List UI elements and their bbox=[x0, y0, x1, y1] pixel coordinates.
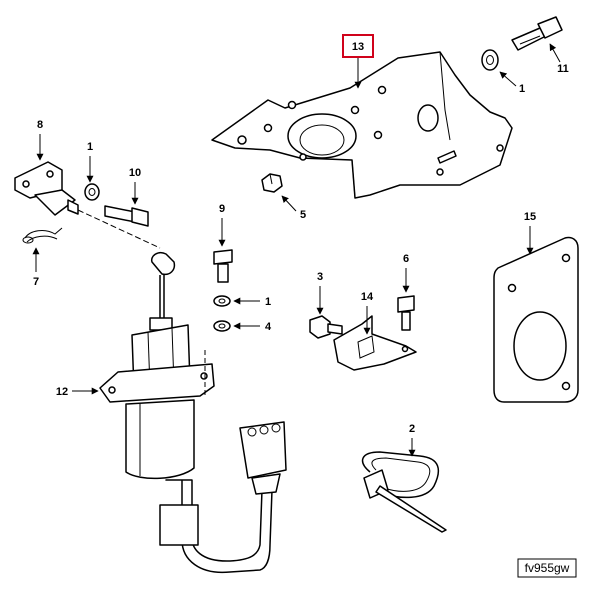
gasket-15 bbox=[493, 236, 579, 403]
callout-15[interactable]: 15 bbox=[524, 211, 536, 223]
callout-1-left[interactable]: 1 bbox=[87, 141, 93, 153]
callout-13-highlight-box bbox=[342, 34, 374, 58]
callout-13-label: 13 bbox=[352, 41, 364, 53]
callout-10[interactable]: 10 bbox=[129, 167, 141, 179]
callout-2[interactable]: 2 bbox=[409, 423, 415, 435]
bolt-6 bbox=[397, 295, 415, 331]
callout-3[interactable]: 3 bbox=[317, 271, 323, 283]
figure-tag-box bbox=[517, 558, 577, 578]
connector-plug bbox=[239, 421, 287, 495]
callout-6[interactable]: 6 bbox=[403, 253, 409, 265]
bolt-9 bbox=[213, 249, 233, 283]
bracket-plate bbox=[211, 51, 513, 199]
solenoid-12 bbox=[99, 251, 273, 574]
nut-5 bbox=[261, 173, 283, 193]
bolt-10 bbox=[104, 205, 149, 227]
washer-1-left bbox=[84, 183, 100, 201]
bolt-3 bbox=[309, 315, 343, 339]
washer-4 bbox=[213, 320, 231, 332]
cotter-pin-7 bbox=[22, 227, 63, 244]
callout-7[interactable]: 7 bbox=[33, 276, 39, 288]
callout-5[interactable]: 5 bbox=[300, 209, 306, 221]
callout-1-top[interactable]: 1 bbox=[519, 83, 525, 95]
washer-1-top bbox=[481, 49, 499, 71]
bolt-11 bbox=[511, 16, 563, 51]
washer-1-middle bbox=[213, 295, 231, 307]
lever-8 bbox=[14, 161, 79, 216]
callout-13[interactable]: 13 bbox=[342, 34, 374, 89]
callout-4[interactable]: 4 bbox=[265, 321, 272, 333]
callout-11[interactable]: 11 bbox=[557, 63, 569, 75]
callout-1-middle[interactable]: 1 bbox=[265, 296, 271, 308]
callout-9[interactable]: 9 bbox=[219, 203, 225, 215]
figure-tag: fv955gw bbox=[525, 561, 570, 575]
callout-8[interactable]: 8 bbox=[37, 119, 43, 131]
callout-12[interactable]: 12 bbox=[56, 386, 68, 398]
callout-14[interactable]: 14 bbox=[361, 291, 374, 303]
cable-tie-2 bbox=[361, 451, 447, 533]
